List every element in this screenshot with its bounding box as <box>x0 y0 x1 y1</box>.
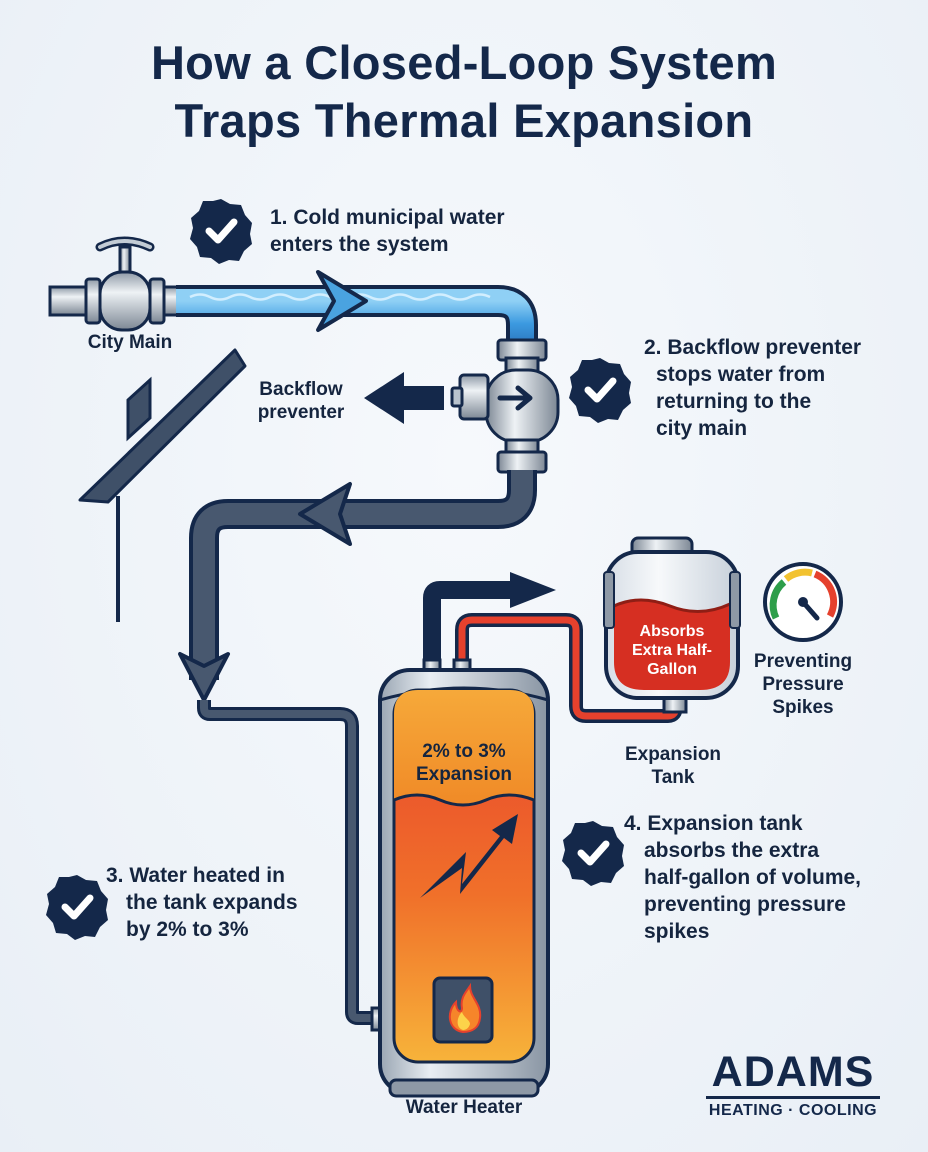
pressure-gauge-icon <box>763 562 843 642</box>
adams-logo: ADAMS HEATING · COOLING <box>698 1050 888 1121</box>
house-outline <box>78 348 247 622</box>
step-4-line-5: spikes <box>644 920 710 943</box>
backflow-preventer-icon <box>450 338 560 474</box>
check-badge-icon-1 <box>190 199 252 264</box>
preventing-label-line-3: Spikes <box>772 697 834 718</box>
backflow-label-line-2: preventer <box>257 402 345 423</box>
step-2-line-2: stops water from <box>656 363 826 386</box>
heater-inner-line-2: Expansion <box>415 764 513 785</box>
step-4-line-2: absorbs the extra <box>644 839 820 862</box>
preventing-label-line-1: Preventing <box>753 651 853 672</box>
expansion-tank-label-line-2: Tank <box>651 767 695 788</box>
backflow-label: Backflow preventer <box>236 378 366 424</box>
heater-inner-label: 2% to 3% Expansion <box>394 740 534 786</box>
step-2-line-4: city main <box>656 417 748 440</box>
flow-arrow-blue <box>316 270 368 332</box>
check-badge-icon-4 <box>562 821 624 886</box>
backflow-pointer-arrow <box>364 372 444 424</box>
title-line-2: Traps Thermal Expansion <box>174 94 754 147</box>
tank-inner-label: Absorbs Extra Half- Gallon <box>614 622 730 679</box>
step-4-line-3: half-gallon of volume, <box>644 866 862 889</box>
water-heater-label: Water Heater <box>405 1097 523 1118</box>
step-3-line-3: by 2% to 3% <box>126 918 249 941</box>
step-4-text: 4. Expansion tank absorbs the extra half… <box>624 810 861 945</box>
tank-inner-line-2: Extra Half- <box>631 642 713 659</box>
title-line-1: How a Closed-Loop System <box>150 36 778 89</box>
page-title: How a Closed-Loop System Traps Thermal E… <box>0 34 928 150</box>
expansion-tank-label-line-1: Expansion <box>624 744 722 765</box>
step-3-line-2: the tank expands <box>126 891 298 914</box>
step-2-line-3: returning to the <box>656 390 812 413</box>
shutoff-valve-icon <box>84 236 166 332</box>
step-4-line-1: 4. Expansion tank <box>624 812 803 835</box>
heater-inner-line-1: 2% to 3% <box>422 741 506 762</box>
step-1-line-2: enters the system <box>270 233 449 256</box>
city-main-label: City Main <box>87 332 173 353</box>
step-1-text: 1. Cold municipal water enters the syste… <box>270 204 505 258</box>
logo-tagline: HEATING · COOLING <box>706 1096 880 1121</box>
water-heater-icon <box>378 658 550 1098</box>
expansion-line-pipe <box>455 613 688 723</box>
preventing-label: Preventing Pressure Spikes <box>738 650 868 719</box>
step-2-text: 2. Backflow preventer stops water from r… <box>644 334 861 442</box>
step-3-line-1: 3. Water heated in <box>106 864 285 887</box>
step-2-line-1: 2. Backflow preventer <box>644 336 862 359</box>
expansion-tank-label: Expansion Tank <box>600 743 746 789</box>
step-4-line-4: preventing pressure <box>644 893 846 916</box>
preventing-label-line-2: Pressure <box>762 674 844 695</box>
check-badge-icon-3 <box>46 875 108 940</box>
tank-inner-line-3: Gallon <box>647 661 697 678</box>
supply-pipe <box>178 470 537 1032</box>
backflow-label-line-1: Backflow <box>259 379 343 400</box>
tank-inner-line-1: Absorbs <box>639 623 705 640</box>
step-1-line-1: 1. Cold municipal water <box>270 206 505 229</box>
expansion-tank-icon <box>603 536 741 700</box>
step-3-text: 3. Water heated in the tank expands by 2… <box>106 862 298 943</box>
hot-outlet-pipe <box>423 572 556 668</box>
logo-name: ADAMS <box>711 1048 875 1096</box>
check-badge-icon-2 <box>569 358 631 423</box>
